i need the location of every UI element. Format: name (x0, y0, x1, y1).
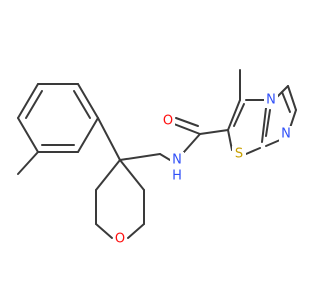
atom-label-n-imine: N (281, 127, 291, 142)
bond (245, 147, 261, 155)
atom-n-imine: N (279, 126, 293, 142)
atom-label-layer: O N H O N N S (113, 92, 293, 247)
bond (199, 129, 229, 135)
atom-n-bridge: N (264, 92, 278, 108)
atom-o-carbonyl: O (161, 113, 175, 129)
atom-n-amide: N (170, 152, 184, 168)
bond (175, 117, 199, 127)
bond (119, 159, 145, 191)
atom-s-ring: S (232, 146, 246, 162)
chemical-structure-diagram: O N H O N N S (17, 69, 297, 247)
bond (73, 90, 91, 119)
atom-label-s-ring: S (235, 147, 243, 162)
bond (281, 91, 291, 113)
molecule-drawing: O N H O N N S (17, 69, 297, 247)
atom-label-h-amide: H (172, 169, 182, 184)
bond (95, 223, 113, 239)
bond (17, 151, 39, 175)
bond (17, 83, 39, 119)
atom-h-amide: H (170, 168, 184, 184)
bond (183, 133, 201, 153)
bond (233, 103, 245, 127)
bond (227, 129, 233, 151)
bond (77, 83, 99, 119)
bond (289, 109, 297, 129)
bond (287, 85, 297, 111)
bond (127, 223, 145, 239)
bond (95, 159, 121, 191)
bond (265, 139, 281, 147)
bond (17, 117, 39, 153)
bond (227, 99, 241, 131)
bond (261, 107, 267, 143)
atom-label-o-ring: O (115, 232, 125, 247)
atom-o-ring: O (113, 231, 127, 247)
atom-label-o-carbonyl: O (163, 114, 173, 129)
bond-layer (17, 69, 297, 239)
bond (265, 109, 271, 137)
bond (119, 153, 161, 161)
bond (173, 123, 201, 135)
atom-label-n-bridge: N (266, 93, 276, 108)
bond (159, 153, 171, 161)
bond (25, 90, 43, 119)
bond (77, 117, 99, 153)
atom-label-n-amide: N (172, 153, 182, 168)
bond (97, 117, 121, 161)
